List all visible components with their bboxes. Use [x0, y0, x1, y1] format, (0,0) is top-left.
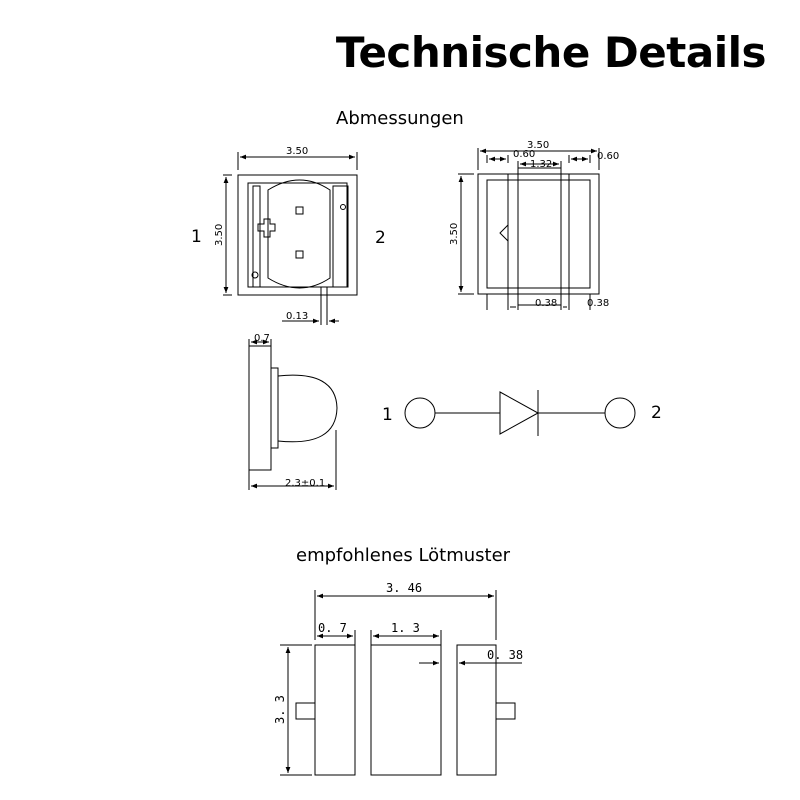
symbol-pin-2-label: 2 — [651, 403, 662, 423]
bottom-view-inner — [486, 179, 591, 289]
symbol-pin-1-label: 1 — [382, 405, 393, 425]
top-view-inner — [247, 182, 348, 288]
bottom-foot-right-label: 0.38 — [587, 298, 609, 309]
top-marker-1 — [295, 206, 304, 215]
bottom-center-pad — [517, 167, 562, 306]
top-pin-1-label: 1 — [191, 227, 202, 247]
solder-tab-right — [495, 702, 516, 720]
bottom-height-label: 3.50 — [449, 223, 460, 245]
side-top-label: 0.7 — [254, 333, 270, 344]
page-title: Technische Details — [335, 28, 767, 77]
side-view — [248, 339, 338, 490]
top-gap-label: 0.13 — [286, 311, 308, 322]
top-right-electrode — [332, 185, 349, 288]
solder-pad-outer-label: 0. 7 — [318, 621, 347, 635]
top-width-label: 3.50 — [286, 146, 308, 157]
bottom-center-label: 1.32 — [530, 159, 552, 170]
solder-tab-left — [295, 702, 316, 720]
solder-height-label: 3. 3 — [273, 695, 287, 724]
diode-symbol — [404, 390, 636, 436]
bottom-width-label: 3.50 — [527, 140, 549, 151]
side-depth-label: 2.3±0.1 — [285, 478, 325, 489]
solder-total-width-label: 3. 46 — [386, 581, 422, 595]
side-base — [270, 367, 279, 449]
top-pin-2-label: 2 — [375, 228, 386, 248]
bottom-view — [458, 148, 600, 310]
top-view — [223, 152, 358, 325]
bottom-pad-right-label: 0.60 — [597, 151, 619, 162]
diode-triangle — [499, 391, 540, 435]
symbol-terminal-1 — [404, 397, 436, 429]
side-body — [248, 345, 272, 471]
bottom-foot-left-label: 0.38 — [535, 298, 557, 309]
top-cathode-mark — [257, 218, 276, 238]
bottom-view-outline — [477, 173, 600, 295]
symbol-terminal-2 — [604, 397, 636, 429]
solder-pad-left — [314, 644, 356, 776]
top-left-electrode — [252, 185, 261, 288]
top-dot — [251, 271, 259, 279]
solder-pad-center — [370, 644, 442, 776]
solder-gap-label: 0. 38 — [487, 648, 523, 662]
dimensions-caption: Abmessungen — [336, 108, 464, 129]
side-lens — [277, 374, 338, 443]
top-height-label: 3.50 — [214, 224, 225, 246]
top-marker-2 — [295, 250, 304, 259]
solder-pattern-caption: empfohlenes Lötmuster — [296, 545, 511, 566]
bottom-pad-left-label: 0.60 — [513, 149, 535, 160]
top-view-outline — [237, 174, 358, 296]
solder-pad-right — [456, 644, 497, 776]
top-dot-right — [340, 204, 346, 210]
top-lens — [267, 179, 331, 289]
solder-pattern — [280, 590, 522, 776]
solder-pad-center-label: 1. 3 — [391, 621, 420, 635]
